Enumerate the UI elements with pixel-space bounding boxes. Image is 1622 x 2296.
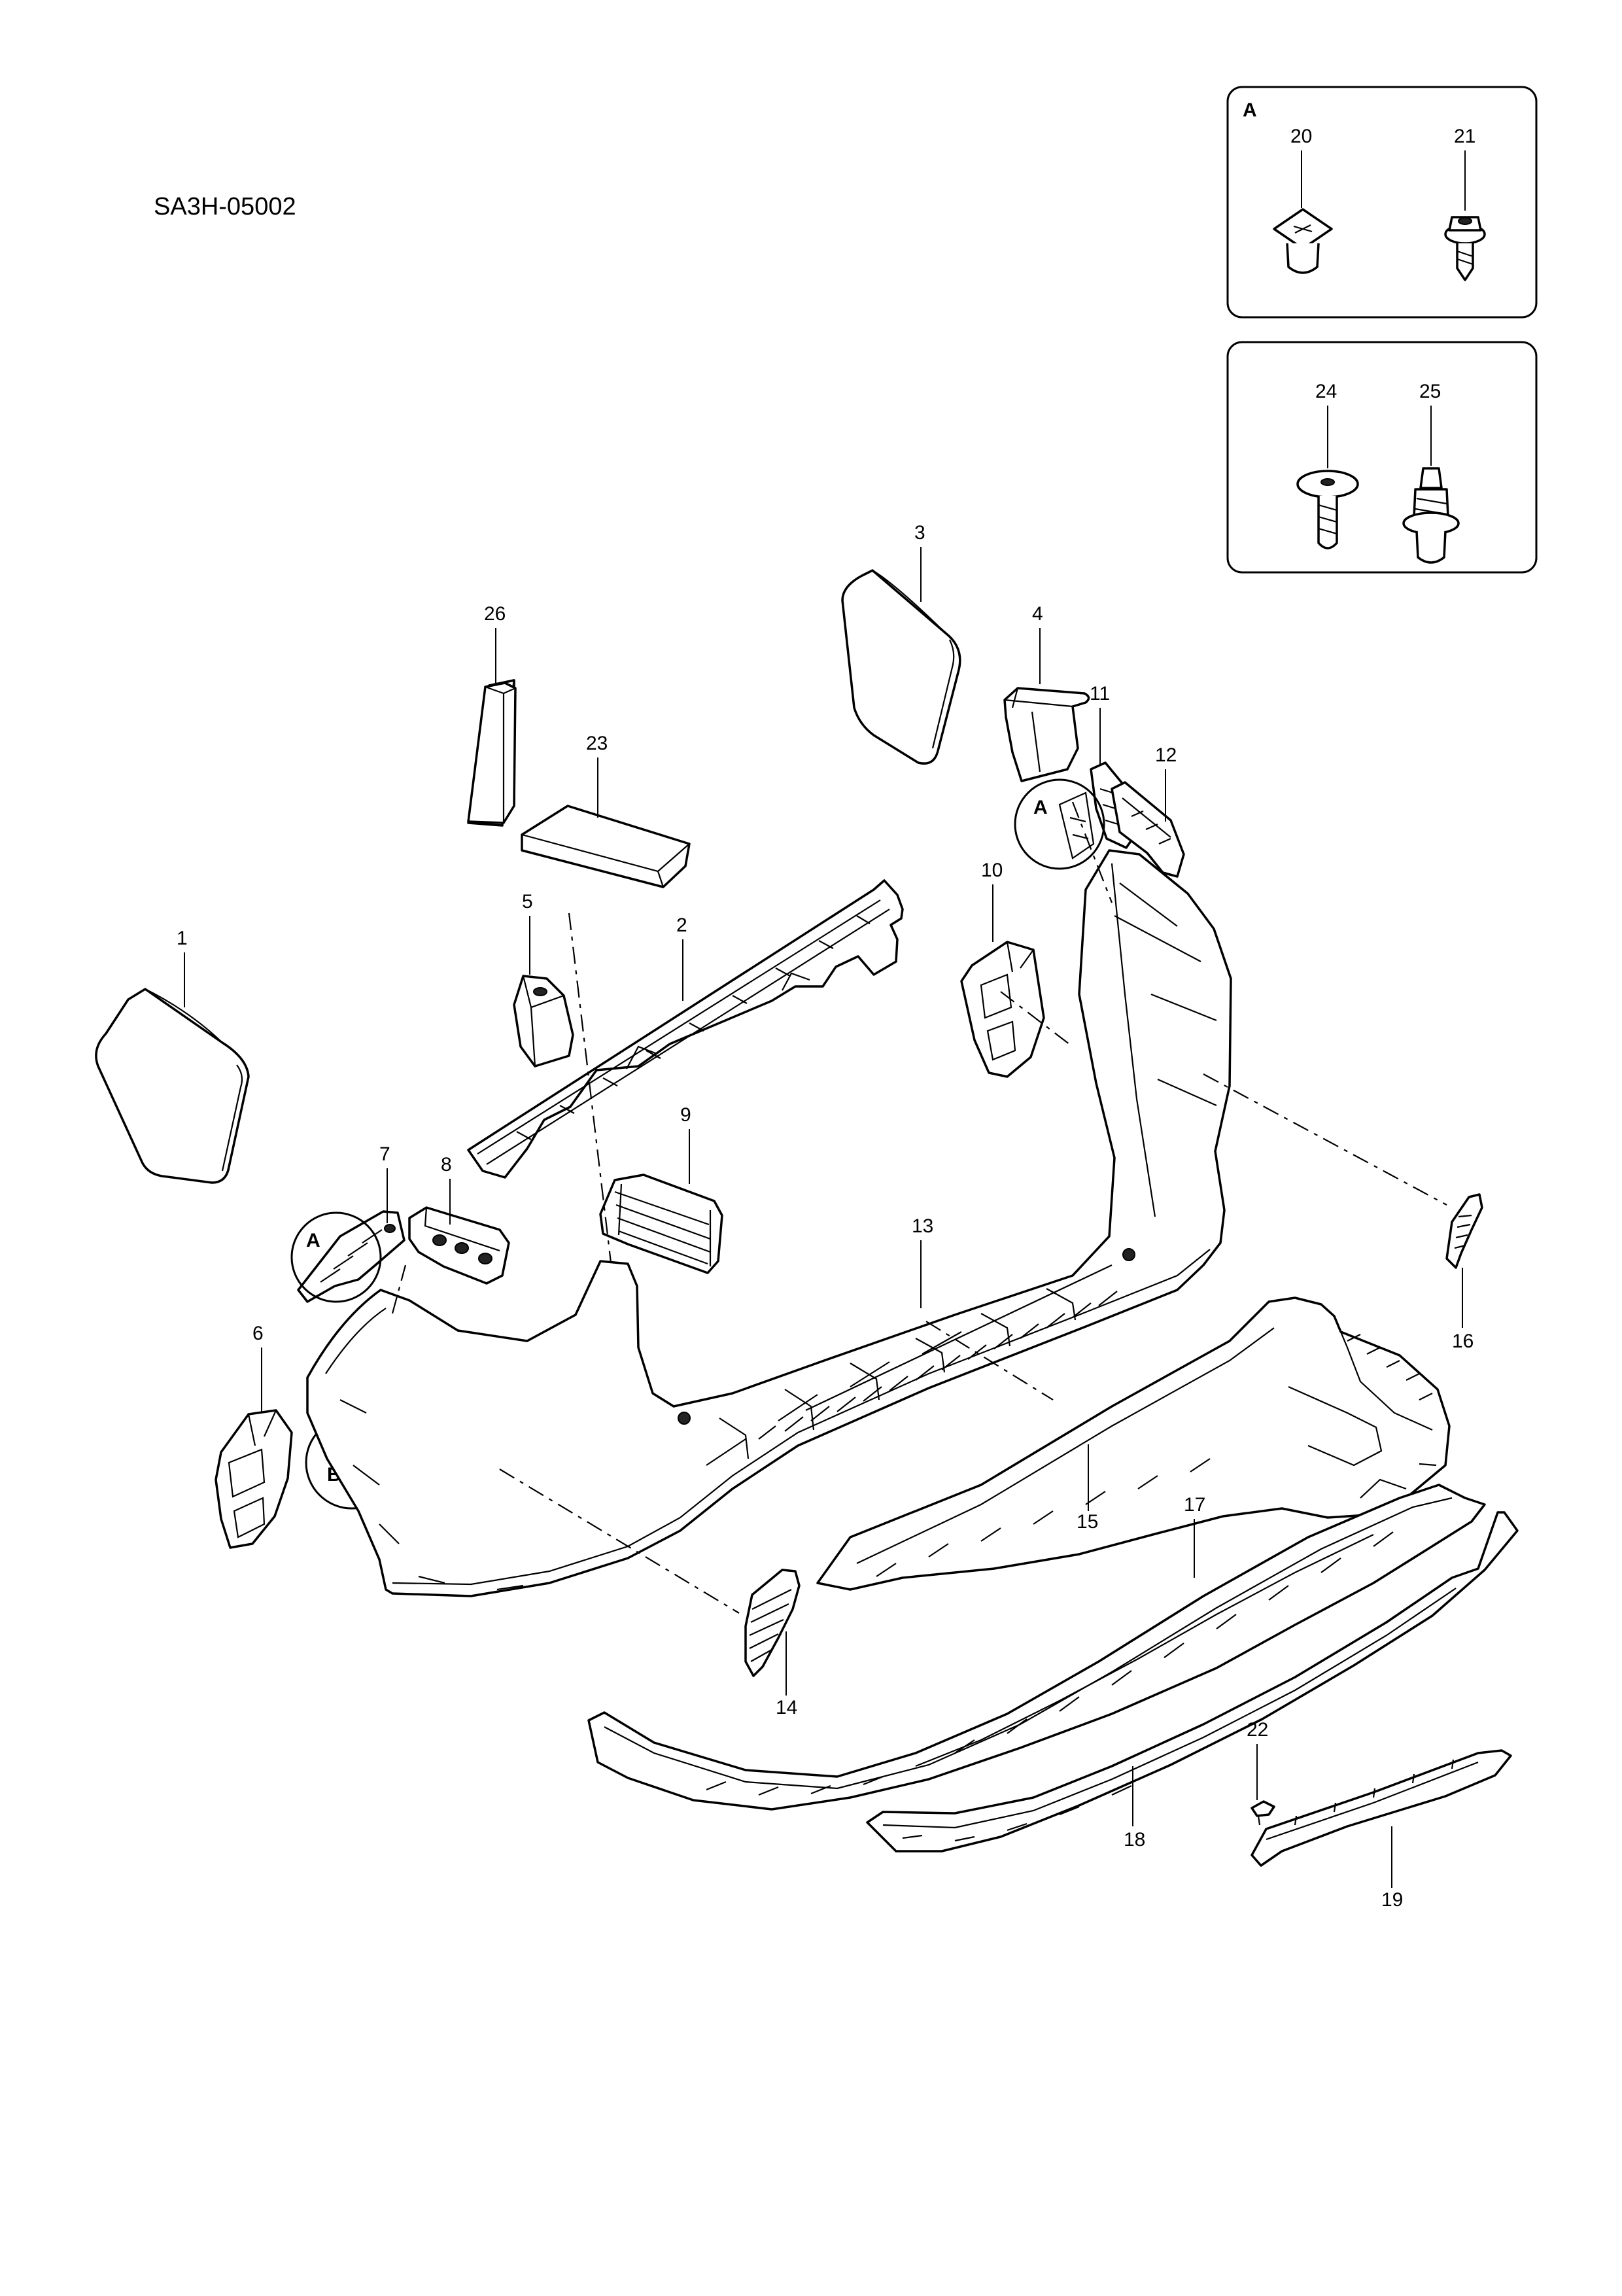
part-label-26: 26 (484, 603, 506, 625)
part-23-foam-block (521, 805, 691, 888)
part-label-18: 18 (1124, 1829, 1145, 1851)
part-label-13: 13 (912, 1215, 933, 1237)
part-label-25: 25 (1419, 381, 1441, 402)
part-label-5: 5 (522, 891, 533, 913)
part-label-7: 7 (379, 1143, 390, 1165)
detail-box-2: 24 25 (1226, 341, 1538, 574)
part-5-bracket (513, 975, 574, 1068)
part-label-15: 15 (1077, 1511, 1098, 1533)
part-18-skid-trim (866, 1511, 1519, 1852)
part-4-bracket (1003, 687, 1090, 782)
part-14-reflector (744, 1569, 801, 1677)
part-label-16: 16 (1452, 1331, 1474, 1352)
part-label-10: 10 (981, 860, 1003, 881)
part-15-lower-panel (816, 1296, 1451, 1591)
callout-a-left: A (290, 1211, 382, 1303)
part-16-reflector (1445, 1193, 1483, 1269)
detail-box-a: A 20 21 (1226, 86, 1538, 319)
part-label-1: 1 (177, 928, 188, 949)
part-label-3: 3 (914, 522, 925, 544)
nut-clip-icon (1273, 208, 1333, 274)
detail-box-a-frame (1226, 86, 1538, 319)
part-13-bumper-cover (306, 849, 1232, 1597)
detail-box-2-frame (1226, 341, 1538, 574)
screw-grommet-icon (1402, 467, 1460, 564)
part-label-17: 17 (1184, 1494, 1205, 1516)
flange-bolt-icon (1444, 216, 1486, 281)
part-3-pad (841, 569, 961, 765)
part-7-bracket (297, 1210, 406, 1303)
part-label-14: 14 (776, 1697, 797, 1718)
part-8-bracket (408, 1206, 510, 1285)
part-17-diffuser (587, 1484, 1486, 1811)
callout-a-right: A (1014, 778, 1105, 870)
part-26-absorber-pad (467, 679, 517, 827)
part-2-energy-absorber (467, 879, 904, 1179)
part-9-vent-grille (599, 1174, 723, 1274)
assembly-lines (391, 801, 1447, 1614)
part-10-side-bracket (960, 941, 1045, 1078)
part-label-8: 8 (441, 1154, 452, 1175)
push-rivet-icon (1296, 470, 1359, 549)
diagram-code: SA3H-05002 (154, 193, 296, 220)
detail-box-a-letter: A (1243, 99, 1257, 121)
part-label-2: 2 (676, 914, 687, 936)
callout-circle-a-left (290, 1211, 382, 1303)
callout-circle-a-right (1014, 778, 1105, 870)
part-label-19: 19 (1381, 1889, 1403, 1911)
callout-letter-a-left: A (306, 1230, 320, 1251)
part-label-24: 24 (1315, 381, 1337, 402)
part-label-4: 4 (1032, 603, 1043, 625)
callout-letter-a-right: A (1033, 797, 1048, 818)
part-label-20: 20 (1290, 126, 1312, 147)
part-12-bracket (1111, 781, 1185, 878)
part-1-pad (95, 988, 250, 1184)
part-label-9: 9 (680, 1104, 691, 1126)
part-label-11: 11 (1090, 683, 1110, 704)
part-label-12: 12 (1155, 744, 1177, 766)
part-label-21: 21 (1454, 126, 1475, 147)
part-label-6: 6 (252, 1323, 264, 1344)
part-label-23: 23 (586, 733, 608, 754)
part-19-trim-strip (1251, 1749, 1512, 1867)
part-22-clip (1251, 1800, 1275, 1826)
part-6-side-bracket (215, 1409, 293, 1549)
part-label-22: 22 (1247, 1719, 1268, 1741)
